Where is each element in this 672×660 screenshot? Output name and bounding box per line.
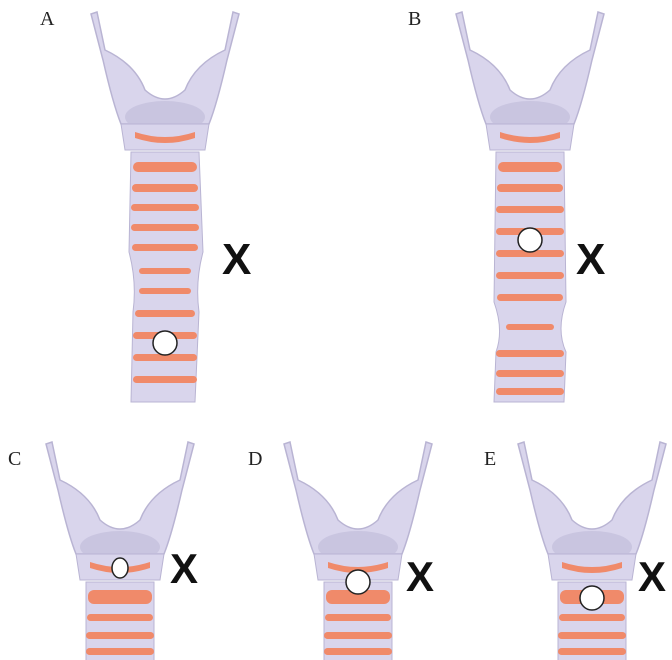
panel-label-a: A [40, 8, 54, 31]
x-mark-b: X [576, 238, 605, 282]
airway-a [91, 12, 239, 402]
circle-marker-c [112, 558, 128, 578]
circle-marker-a [153, 331, 177, 355]
panel-label-e: E [484, 448, 496, 471]
x-mark-a: X [222, 238, 251, 282]
panel-label-d: D [248, 448, 262, 471]
x-mark-d: X [406, 556, 434, 598]
airway-model-e [0, 0, 1, 1]
panel-label-c: C [8, 448, 21, 471]
x-mark-c: X [170, 548, 198, 590]
circle-marker-d [346, 570, 370, 594]
x-mark-e: X [638, 556, 666, 598]
circle-marker-e [580, 586, 604, 610]
panel-label-b: B [408, 8, 421, 31]
circle-marker-b [518, 228, 542, 252]
